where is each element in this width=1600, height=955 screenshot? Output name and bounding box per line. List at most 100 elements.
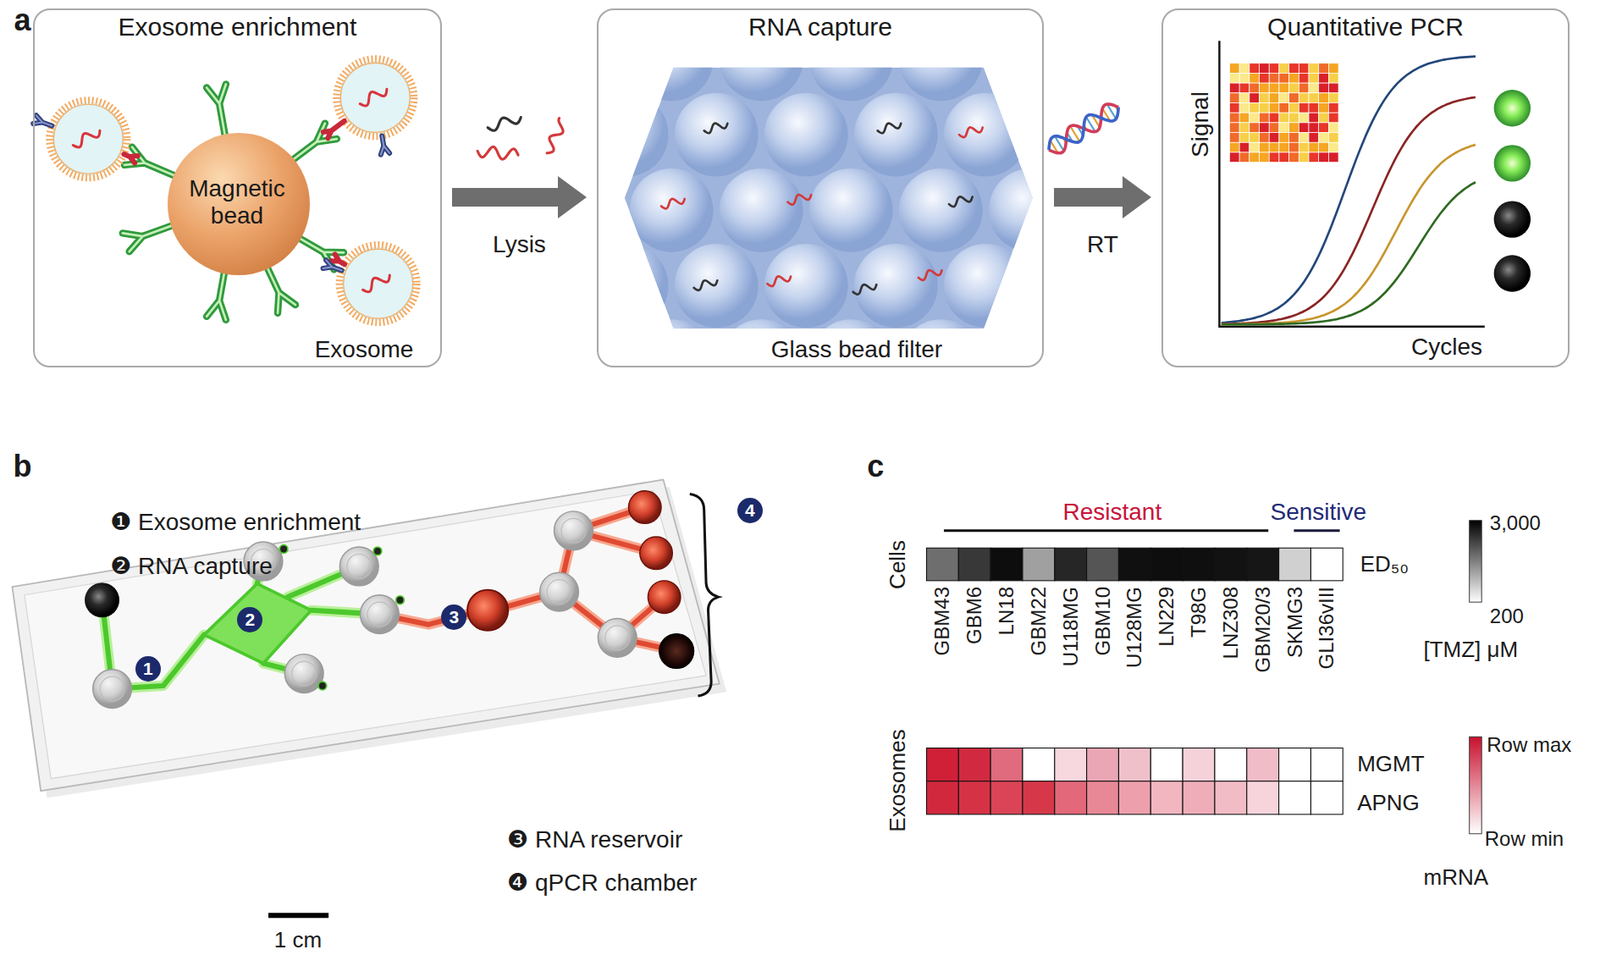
antibody — [122, 225, 174, 252]
amplification-curve — [1221, 97, 1476, 325]
mini-heatmap — [1249, 122, 1260, 133]
mini-heatmap — [1328, 132, 1339, 144]
surface-marker — [380, 135, 390, 155]
mini-heatmap — [1259, 103, 1270, 114]
mini-heatmap — [1279, 93, 1290, 104]
chip-photo — [11, 480, 719, 792]
rna-strand — [661, 198, 685, 210]
mini-heatmap — [1308, 103, 1319, 114]
surface-marker — [323, 259, 343, 271]
exosome — [49, 99, 128, 178]
mini-heatmap — [1298, 152, 1309, 163]
mini-heatmap — [1259, 72, 1270, 83]
rna-strand — [477, 146, 519, 160]
rna-reservoir — [467, 590, 508, 631]
exosome — [53, 104, 123, 174]
mini-heatmap — [1239, 132, 1250, 144]
mini-heatmap — [1308, 142, 1319, 153]
heatmap-cell — [1246, 547, 1280, 581]
mini-heatmap — [1279, 122, 1290, 133]
glass-bead — [629, 319, 714, 403]
heatmap-cell — [1118, 748, 1151, 782]
cell-line-label: GBM22 — [1026, 586, 1051, 656]
mini-heatmap — [1239, 112, 1250, 123]
mini-heatmap — [1318, 112, 1330, 123]
mini-heatmap — [1289, 132, 1300, 144]
valve — [339, 546, 379, 586]
cell-line-label: GBM10 — [1091, 586, 1115, 656]
valve — [561, 518, 586, 543]
glass-bead — [809, 168, 894, 253]
mini-heatmap — [1249, 152, 1260, 163]
heatmap-cell — [1182, 748, 1215, 782]
heatmap-cell — [1310, 781, 1343, 815]
color-bar — [1469, 520, 1482, 602]
glass-bead — [943, 243, 1028, 328]
cell-line-label: GBM20/3 — [1251, 586, 1275, 673]
glass-bead — [584, 394, 669, 479]
glass-bead — [988, 319, 1073, 403]
mini-heatmap — [1318, 142, 1330, 153]
valve — [292, 661, 317, 686]
mini-heatmap — [1268, 63, 1280, 74]
row-label: ED₅₀ — [1360, 551, 1409, 578]
edge-label: RT — [1083, 231, 1122, 259]
mini-heatmap — [1259, 112, 1270, 123]
glass-bead — [629, 16, 714, 101]
mini-heatmap — [1229, 72, 1240, 83]
glass-bead — [540, 319, 624, 403]
panel-letter: a — [14, 2, 32, 38]
glass-bead — [674, 243, 759, 328]
antibody — [206, 268, 227, 320]
heatmap-cell — [958, 748, 991, 782]
mini-heatmap — [1308, 122, 1319, 133]
antigen — [331, 253, 345, 265]
heatmap-cell — [1022, 547, 1055, 581]
glass-bead — [764, 243, 849, 328]
mini-heatmap — [1289, 103, 1300, 114]
exosome — [33, 99, 138, 178]
antibody — [264, 263, 296, 314]
antigen — [323, 121, 345, 138]
mini-heatmap — [1308, 72, 1319, 83]
chip-photo — [11, 480, 727, 799]
group-line — [943, 529, 1269, 532]
rna-strand — [363, 275, 391, 293]
heatmap-art — [926, 520, 1482, 834]
exosome — [339, 244, 418, 323]
heatmap-cell — [1310, 547, 1343, 581]
mini-heatmap — [1298, 72, 1309, 83]
mini-heatmap — [1229, 112, 1240, 123]
mini-heatmap — [1298, 142, 1309, 153]
rna-strand — [853, 284, 878, 295]
surface-marker — [380, 135, 390, 155]
cdna-helix — [1048, 107, 1119, 150]
row-group-label: Exosomes — [885, 728, 911, 832]
heatmap-cell — [958, 781, 991, 815]
axis-label: Cycles — [1411, 333, 1483, 361]
rna-strand — [694, 280, 718, 291]
cell-line-label: GBM43 — [931, 586, 955, 656]
heatmap-cell — [1214, 547, 1247, 581]
heatmap-cell — [1022, 781, 1055, 815]
qpcr-well — [647, 580, 681, 614]
mini-heatmap — [1328, 93, 1339, 104]
heatmap-cell — [1214, 748, 1247, 782]
rna-strand — [359, 88, 387, 106]
valve — [367, 601, 392, 627]
mini-heatmap — [1268, 103, 1280, 114]
mini-heatmap — [1239, 93, 1250, 104]
heatmap-cell — [1310, 748, 1343, 782]
qpcr-well — [640, 536, 674, 570]
bracket — [689, 493, 719, 696]
antibody — [264, 263, 296, 314]
heatmap-cell — [1054, 547, 1087, 581]
color-bar — [1469, 736, 1482, 834]
rna-strand — [766, 275, 791, 287]
scale-title: mRNA — [1423, 865, 1489, 891]
mini-heatmap — [1239, 122, 1250, 133]
mini-heatmap — [1229, 103, 1240, 114]
heatmap-cell — [958, 547, 991, 581]
mini-heatmap — [1298, 103, 1309, 114]
exosome — [323, 59, 414, 155]
